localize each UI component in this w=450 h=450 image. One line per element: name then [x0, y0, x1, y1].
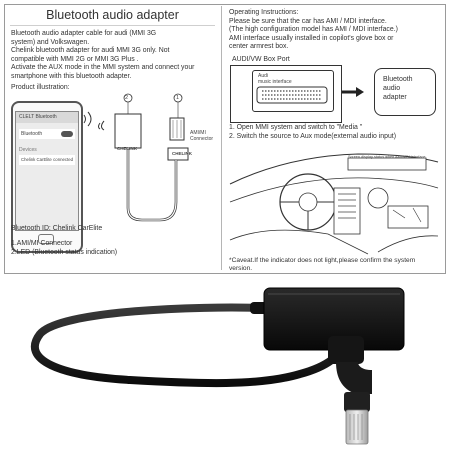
port-pins-icon [256, 86, 328, 104]
steps-block: 1. Open MMI system and switch to "Media … [229, 124, 396, 141]
callout-2-number: 2 [125, 95, 129, 101]
description-line: system) and Volkswagen. [11, 38, 90, 46]
port-inner-label-2: music interface [258, 79, 292, 85]
target-label-line: Bluetooth [383, 76, 413, 83]
screen-caption: Screen display status when AMI/MDI inter… [348, 155, 426, 159]
caveat-line: version. [229, 265, 253, 272]
legend-item: 1.AMI/MI Connector [11, 240, 73, 247]
phone-screen: CLELT Bluetooth Bluetooth Devices Chelin… [15, 111, 79, 231]
device-name: Chelink CarElite [21, 157, 52, 162]
car-dashboard-drawing [229, 153, 439, 255]
step-line: 1. Open MMI system and switch to "Media … [229, 124, 363, 131]
title-underline [10, 25, 215, 26]
description-line: Activate the AUX mode in the MMI system … [11, 64, 195, 72]
operating-instructions: Operating Instructions: Please be sure t… [229, 9, 398, 52]
plug-brand-label: CHELINK [172, 151, 192, 156]
devices-label: Devices [19, 147, 37, 153]
bluetooth-toggle [61, 131, 73, 137]
description-line: compatible with MMI 2G or MMI 3G Plus . [11, 55, 139, 63]
bluetooth-adapter-target-box: Bluetooth audio adapter [374, 68, 436, 116]
product-illustration-label: Product illustration: [11, 84, 70, 91]
phone-screen-header: CLELT Bluetooth [16, 112, 78, 123]
bluetooth-id: Bluetooth ID: Chelink CarElite [11, 225, 103, 232]
bluetooth-setting-label: Bluetooth [21, 131, 43, 137]
step-line: 2. Switch the source to Aux mode(externa… [229, 132, 396, 140]
instruction-line: center armrest box. [229, 43, 289, 51]
sound-wave-icon [83, 111, 105, 131]
target-label-line: audio [383, 85, 401, 92]
adapter-box [263, 287, 405, 351]
arrow-right-icon [342, 87, 364, 97]
product-photo [0, 274, 450, 450]
connector-label-line: Connector [190, 136, 214, 142]
instruction-line: Please be sure that the car has AMI / MD… [229, 17, 387, 25]
description-line: Bluetooth audio adapter cable for audi (… [11, 30, 157, 37]
instruction-line: AMI interface usually installed in copil… [229, 34, 394, 42]
instruction-line: (The high configuration model has AMI / … [229, 26, 398, 34]
callout-1-number: 1 [176, 95, 180, 101]
panel-title: Bluetooth audio adapter [46, 8, 179, 22]
bluetooth-setting-row: Bluetooth [19, 129, 75, 139]
caveat-line: *Caveat.If the indicator does not light,… [229, 257, 416, 264]
caveat-block: *Caveat.If the indicator does not light,… [229, 257, 415, 273]
target-label-line: adapter [383, 94, 407, 101]
phone-home-button [38, 234, 54, 244]
ami-mdi-connector [328, 336, 372, 445]
port-label: AUDI/VW Box Port [232, 56, 290, 63]
device-row: Chelink CarElite connected [19, 155, 75, 165]
description-block: Bluetooth audio adapter cable for audi (… [11, 30, 194, 82]
legend-item: 2.LED (Bluetooth status indication) [11, 248, 118, 256]
device-status: connected [53, 157, 73, 162]
description-line: smartphone with this bluetooth adapter. [11, 72, 132, 80]
connector-label: AMI/MI Connector [190, 130, 213, 142]
connector-label-line: AMI/MI [190, 130, 206, 136]
instruction-line: Operating Instructions: [229, 9, 299, 16]
card-divider [221, 6, 222, 270]
legend-block: 1.AMI/MI Connector 2.LED (Bluetooth stat… [11, 240, 117, 257]
target-label: Bluetooth audio adapter [383, 75, 435, 102]
adapter-cable-drawing [114, 93, 189, 222]
description-line: Chelink bluetooth adapter for audi MMI 3… [11, 47, 170, 55]
port-inner-label-1: Audi [258, 73, 269, 79]
adapter-brand-label: CHELINK [117, 146, 137, 151]
